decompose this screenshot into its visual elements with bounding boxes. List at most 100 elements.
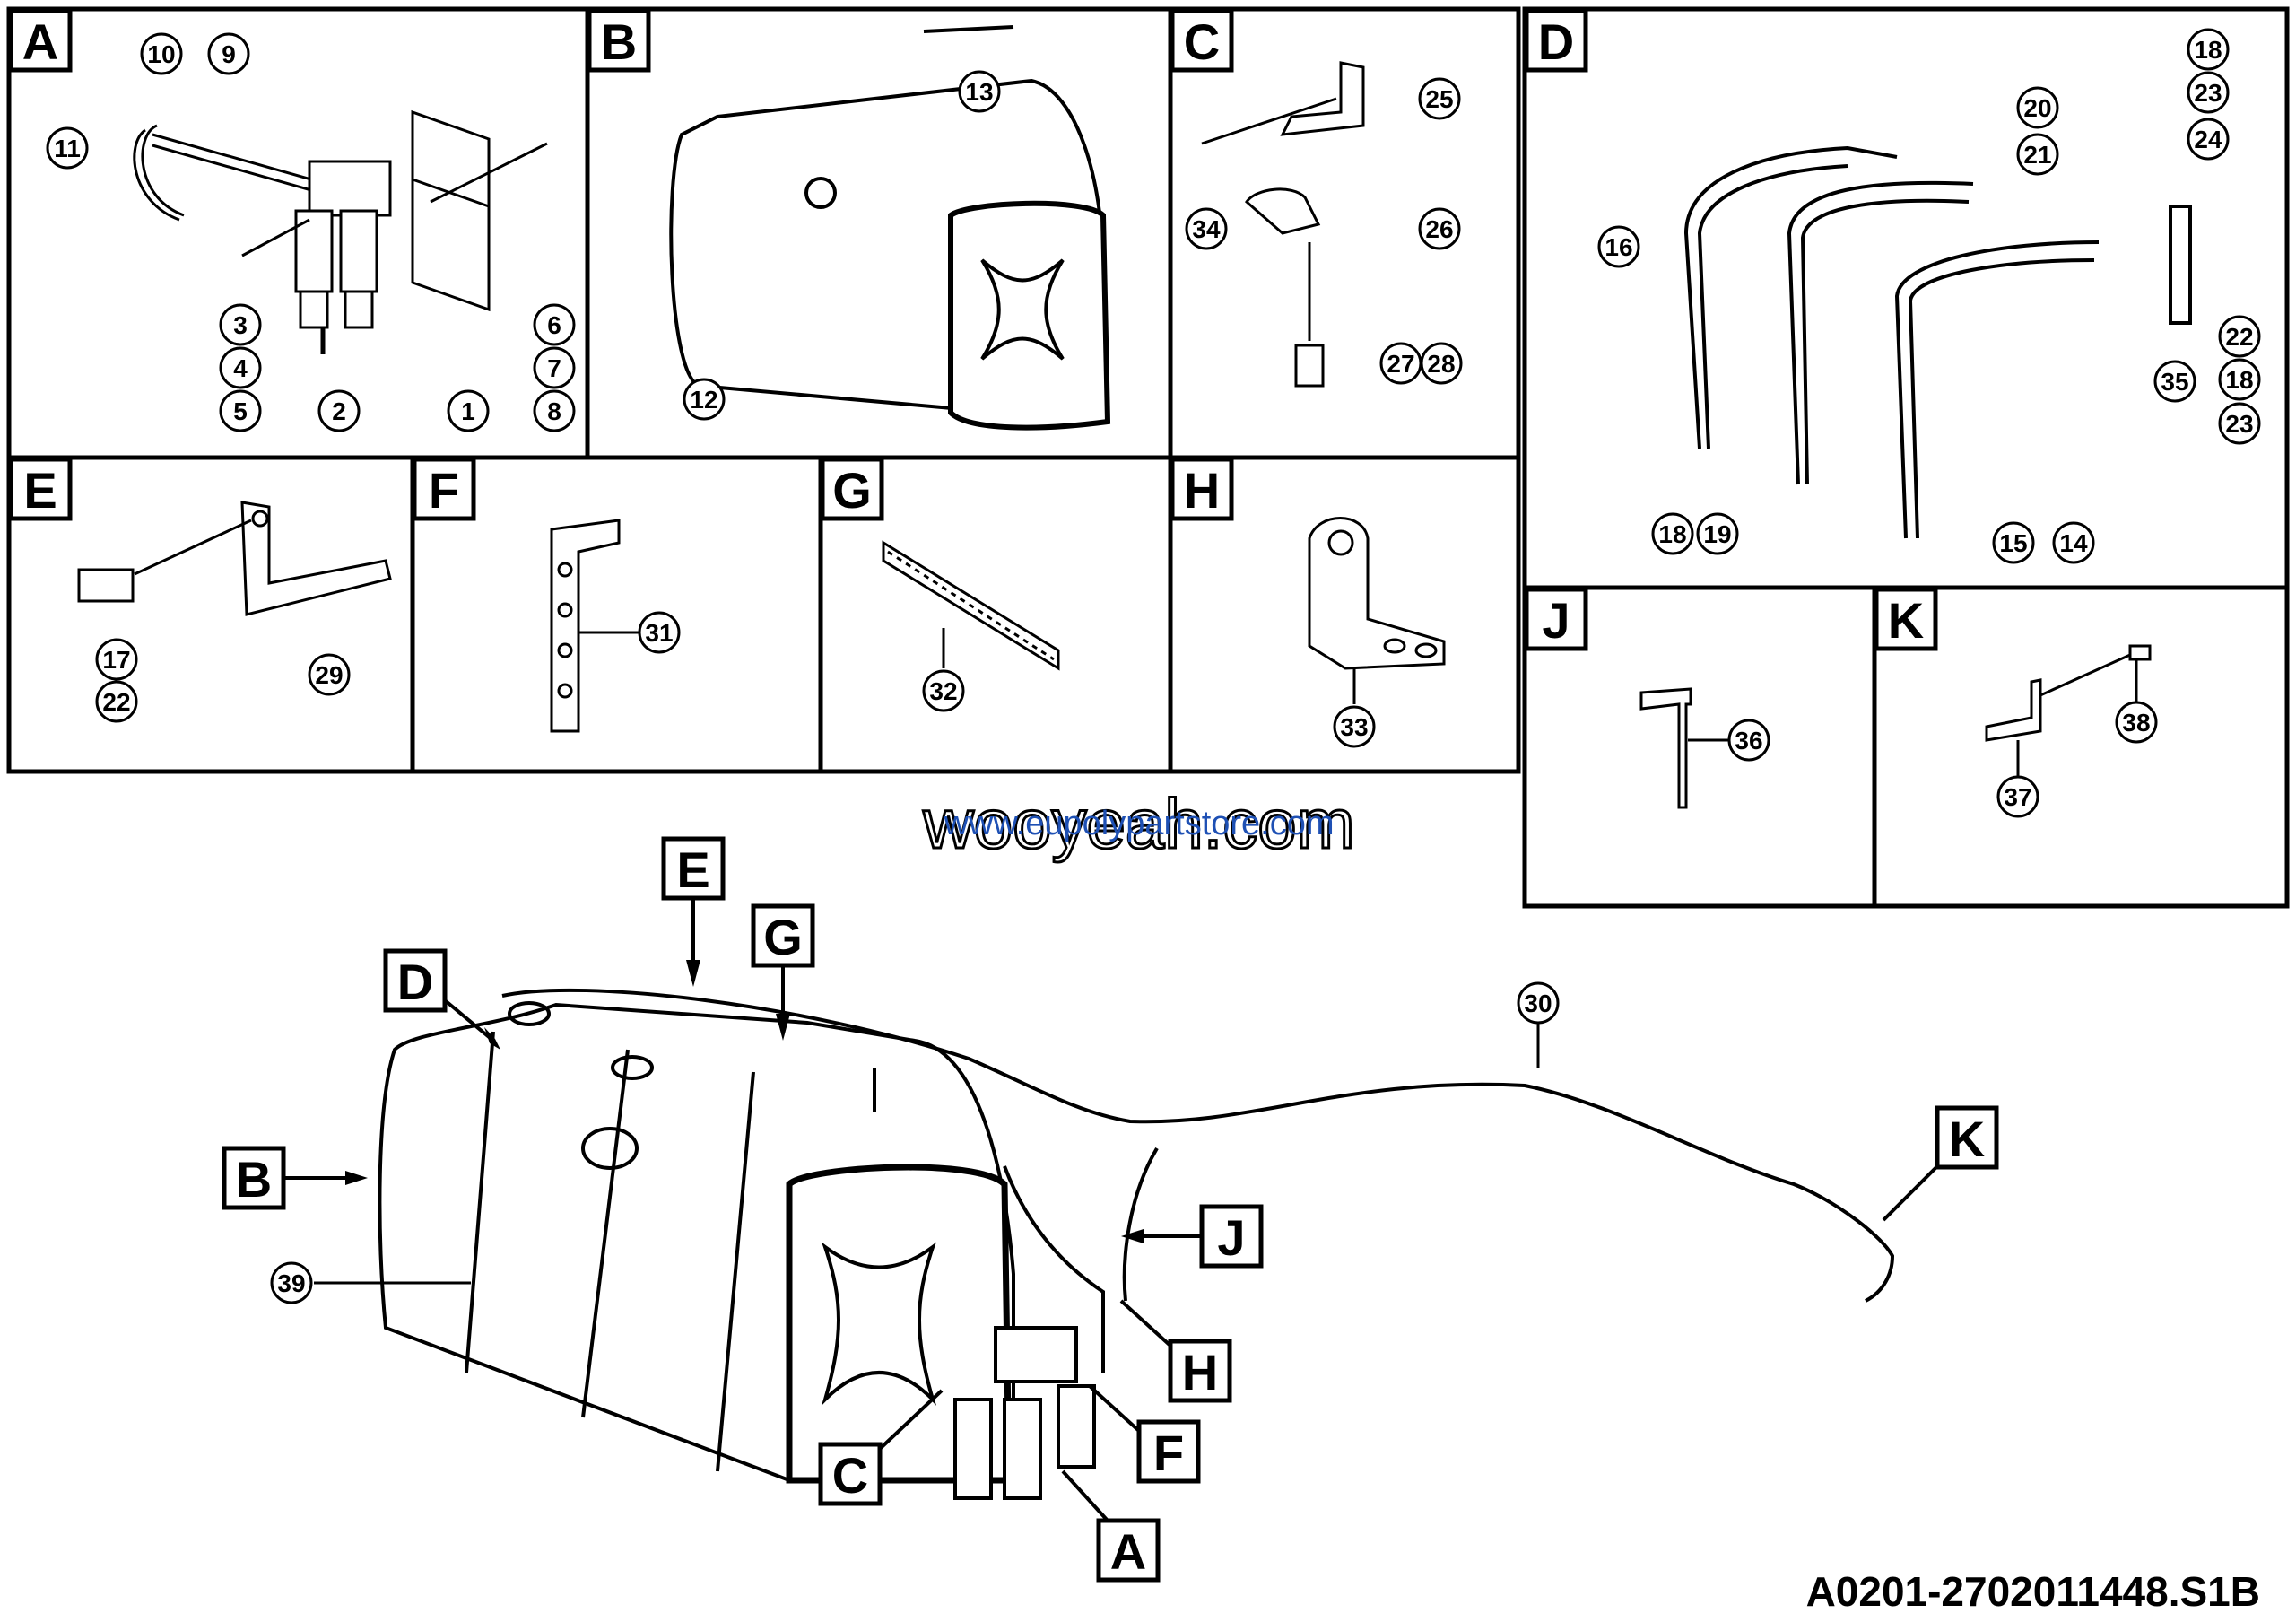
svg-text:A: A [22, 13, 58, 70]
panel-d-callouts: 18 23 24 20 21 16 35 22 18 23 18 19 15 1… [1597, 28, 2261, 564]
panel-b-label: B [587, 8, 651, 73]
svg-text:35: 35 [2161, 368, 2188, 396]
panel-g-label: G [820, 457, 884, 521]
main-assembly-drawing [378, 988, 1895, 1500]
panel-j-label: J [1524, 587, 1588, 651]
assembly-label-a: A [1061, 1469, 1161, 1583]
panel-h-callouts: 33 [1333, 668, 1376, 748]
panel-h-label: H [1170, 457, 1234, 521]
svg-text:D: D [1538, 13, 1574, 70]
panel-k-callouts: 38 37 [1996, 659, 2158, 818]
svg-text:22: 22 [2225, 323, 2253, 351]
svg-text:15: 15 [1999, 529, 2027, 557]
svg-text:D: D [397, 954, 433, 1010]
panel-k-drawing [1985, 644, 2152, 742]
panel-c-label: C [1170, 8, 1234, 73]
panel-b-drawing [669, 25, 1111, 431]
panel-b-callouts: 13 12 [683, 70, 1001, 421]
svg-text:29: 29 [315, 661, 343, 689]
svg-text:36: 36 [1735, 727, 1762, 754]
panel-c-drawing [1201, 61, 1365, 388]
svg-text:25: 25 [1425, 85, 1453, 113]
svg-text:F: F [1153, 1425, 1184, 1481]
svg-text:11: 11 [54, 135, 81, 162]
svg-text:K: K [1888, 592, 1924, 649]
svg-text:19: 19 [1703, 520, 1731, 548]
svg-text:23: 23 [2194, 79, 2222, 107]
assembly-label-b: B [222, 1146, 368, 1210]
assembly-label-f: F [1088, 1384, 1201, 1484]
svg-text:26: 26 [1425, 215, 1453, 243]
assembly-label-h: H [1119, 1299, 1232, 1403]
svg-text:E: E [23, 462, 57, 519]
watermark-sub: www.eupolypartstore.com [943, 805, 1334, 842]
panel-c-callouts: 25 34 26 27 28 [1185, 77, 1463, 385]
panel-a-label: A [8, 8, 73, 73]
panel-f-drawing [550, 519, 621, 733]
watermark-main: wooyeah.com [922, 784, 1354, 863]
panel-a-drawing [133, 109, 548, 354]
assembly-label-g: G [751, 903, 815, 1041]
svg-text:13: 13 [965, 78, 993, 106]
svg-text:1: 1 [461, 397, 475, 425]
svg-text:16: 16 [1605, 233, 1632, 261]
svg-text:23: 23 [2225, 410, 2253, 438]
svg-text:30: 30 [1524, 990, 1552, 1017]
svg-text:10: 10 [147, 40, 175, 68]
svg-text:12: 12 [690, 386, 718, 414]
svg-text:28: 28 [1427, 350, 1455, 378]
assembly-callouts: 39 30 [270, 981, 1560, 1304]
svg-text:C: C [832, 1447, 868, 1504]
svg-text:39: 39 [277, 1269, 305, 1297]
svg-text:21: 21 [2023, 141, 2051, 169]
svg-text:A: A [1110, 1523, 1146, 1580]
svg-text:2: 2 [332, 397, 346, 425]
svg-text:31: 31 [645, 619, 673, 647]
svg-text:H: H [1184, 462, 1220, 519]
svg-text:4: 4 [233, 354, 248, 382]
assembly-label-e: E [661, 836, 726, 987]
panel-h-drawing [1308, 517, 1446, 670]
svg-text:8: 8 [547, 397, 561, 425]
panel-grid [6, 6, 2290, 909]
svg-text:F: F [429, 462, 459, 519]
svg-text:B: B [236, 1151, 272, 1208]
svg-text:14: 14 [2059, 529, 2088, 557]
panel-j-drawing [1639, 687, 1692, 809]
svg-text:C: C [1184, 13, 1220, 70]
svg-text:E: E [676, 842, 709, 898]
svg-text:32: 32 [929, 677, 957, 705]
panel-e-callouts: 17 22 29 [95, 638, 351, 723]
assembly-label-j: J [1121, 1204, 1264, 1269]
panel-e-label: E [8, 457, 73, 521]
svg-text:37: 37 [2004, 783, 2031, 811]
assembly-label-d: D [383, 948, 500, 1050]
svg-text:B: B [601, 13, 637, 70]
svg-text:5: 5 [233, 397, 248, 425]
svg-text:17: 17 [102, 646, 130, 674]
svg-text:27: 27 [1387, 350, 1414, 378]
assembly-label-k: K [1882, 1105, 1999, 1222]
panel-a-callouts: 10 9 11 3 4 5 2 1 6 7 8 [46, 32, 576, 432]
svg-text:7: 7 [547, 354, 561, 382]
panel-f-label: F [412, 457, 476, 521]
svg-text:18: 18 [2194, 36, 2222, 64]
svg-text:G: G [763, 909, 803, 965]
panel-f-callouts: 31 [578, 611, 681, 654]
panel-g-callouts: 32 [922, 628, 965, 712]
panel-j-callouts: 36 [1688, 719, 1770, 762]
svg-text:J: J [1542, 592, 1570, 649]
svg-text:22: 22 [102, 688, 130, 716]
assembly-label-c: C [818, 1389, 944, 1506]
svg-text:24: 24 [2194, 126, 2222, 153]
svg-text:3: 3 [233, 311, 248, 339]
svg-text:G: G [832, 462, 872, 519]
svg-text:J: J [1217, 1209, 1245, 1266]
panel-d-drawing [1683, 145, 2192, 539]
drawing-code: A0201-2702011448.S1B [1806, 1568, 2260, 1615]
svg-text:6: 6 [547, 311, 561, 339]
panel-e-drawing [77, 501, 392, 616]
panel-d-label: D [1524, 8, 1588, 73]
panel-k-label: K [1874, 587, 1938, 651]
